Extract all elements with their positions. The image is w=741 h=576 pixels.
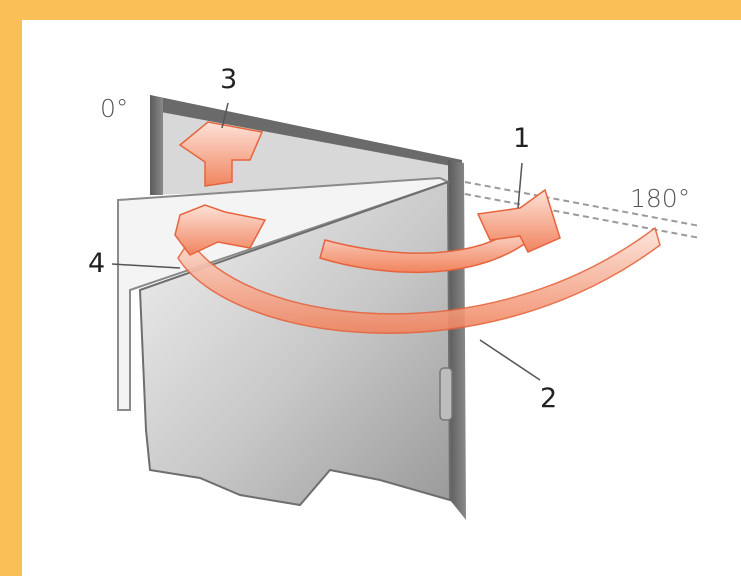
arrow-4-head: [174, 204, 267, 256]
leader-lines: [111, 102, 541, 381]
callout-3: 3: [220, 64, 238, 95]
frame-top-border: [0, 0, 741, 20]
arrow-1-head: [476, 188, 561, 253]
callout-1: 1: [513, 123, 531, 154]
angle-0-label: 0°: [100, 94, 129, 123]
callout-4: 4: [88, 248, 106, 279]
angle-180-label: 180°: [630, 184, 691, 213]
arrow-3: [178, 121, 264, 187]
frame-left-border: [0, 0, 22, 576]
callout-2: 2: [540, 383, 558, 414]
door-handle: [439, 367, 453, 421]
swing-arc-large: [177, 226, 661, 334]
